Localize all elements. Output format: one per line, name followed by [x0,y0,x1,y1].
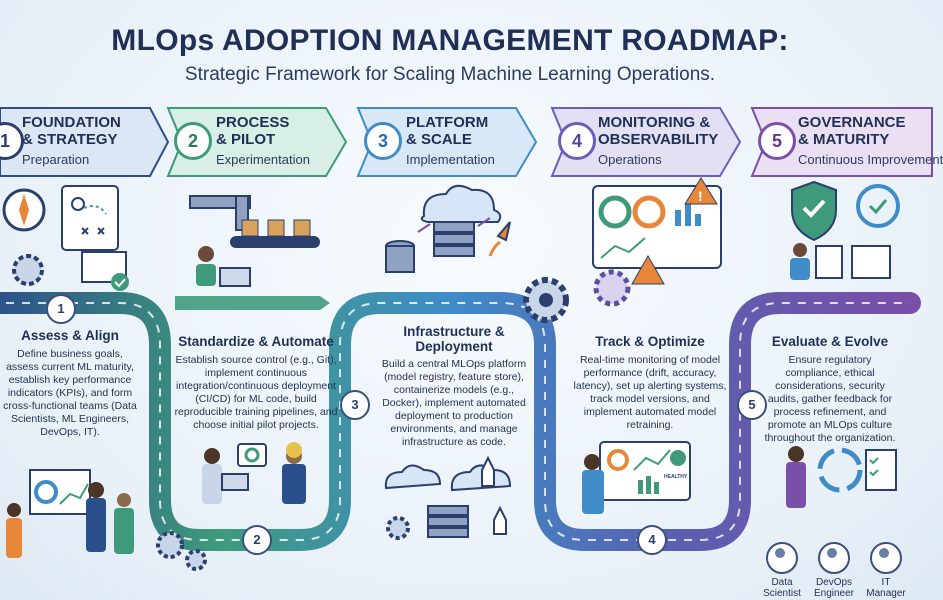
phase-3-number: 3 [364,122,402,160]
phase-4-subtitle: Operations [598,152,662,167]
person-icon [88,482,104,498]
stage-1-heading: Assess & Align [21,328,119,343]
check-icon [670,450,686,466]
gear-icon [386,516,410,540]
phase-1-subtitle: Preparation [22,152,90,167]
path-badge-4: 4 [637,525,667,555]
phase-4: 4 MONITORING &OBSERVABILITY Operations [550,107,742,177]
path-badge-1: 1 [46,294,76,324]
stage-2-body: Establish source control (e.g., Git), im… [174,354,338,431]
path-badge-3: 3 [340,390,370,420]
rocket-icon [496,221,511,242]
whiteboard-icon [29,469,91,515]
checklist-icon [815,245,843,279]
ci-screen-icon [237,443,267,467]
check-icon [111,273,129,291]
server-icon [427,505,469,516]
person-icon [204,448,220,464]
laptop-icon [219,267,251,287]
phase-1: 1 FOUNDATION& STRATEGY Preparation [0,107,170,177]
rocket-icon [493,505,507,535]
pilot-illustration [189,195,320,287]
presentation-illustration [6,469,134,558]
person-icon [7,503,21,517]
phase-5: 5 GOVERNANCE& MATURITY Continuous Improv… [750,107,943,177]
team-illustration [202,442,306,504]
stage-1-body: Define business goals, assess current ML… [3,348,137,438]
phase-2-subtitle: Experimentation [216,152,310,167]
alert-icon [684,177,718,205]
phase-4-title: MONITORING &OBSERVABILITY [598,114,719,148]
healthy-label: HEALTHY [664,474,688,480]
stage-4-body: Real-time monitoring of model performanc… [573,354,727,431]
compliance-illustration [786,446,897,508]
cycle-check-icon [856,184,900,228]
devops-engineer-avatar-icon [818,542,850,574]
governance-illustration [790,180,900,280]
analyst-illustration: HEALTHY [582,441,691,514]
page-title: MLOps ADOPTION MANAGEMENT ROADMAP: [111,24,789,57]
roadmap-path [0,292,921,551]
phase-2: 2 PROCESS& PILOT Experimentation [166,107,348,177]
rocket-icon [481,455,495,487]
cloud-icon [420,184,502,223]
person-icon [198,246,214,262]
gauge-icon [598,195,632,229]
cycle-icon [817,447,863,493]
cloud-icon [450,464,512,492]
strategy-board-icon [61,185,119,251]
data-scientist-avatar-icon [766,542,798,574]
stage-4-heading: Track & Optimize [595,334,705,349]
path-badge-5: 5 [737,390,767,420]
deployment-illustration [384,455,512,540]
svg-text:!: ! [698,188,703,204]
phase-3: 3 PLATFORM& SCALE Implementation [356,107,538,177]
stage-3-body: Build a central MLOps platform (model re… [381,358,527,448]
phase-3-title: PLATFORM& SCALE [406,114,489,148]
stage-5-heading: Evaluate & Evolve [771,334,889,349]
it-manager-avatar-icon [870,542,902,574]
phase-5-title: GOVERNANCE& MATURITY [798,114,906,148]
stage-3-heading: Infrastructure & Deployment [403,324,505,354]
phase-2-title: PROCESS& PILOT [216,114,290,148]
path-badge-2: 2 [242,525,272,555]
person-icon [117,493,131,507]
platform-illustration [385,184,511,273]
progress-arrow-icon [175,296,330,310]
page-subtitle: Strategic Framework for Scaling Machine … [184,64,716,85]
person-icon [584,454,600,470]
person-icon [788,446,804,462]
phase-5-subtitle: Continuous Improvement [798,152,943,167]
phase-5-number: 5 [758,122,796,160]
phase-2-number: 2 [174,122,212,160]
cloud-icon [384,464,442,490]
laptop-icon [221,473,249,491]
phase-3-subtitle: Implementation [406,152,495,167]
checklist-icon [865,449,897,491]
person-icon [793,243,807,257]
stage-2-heading: Standardize & Automate [178,334,334,349]
stage-5-body: Ensure regulatory compliance, ethical co… [764,354,896,444]
gear-icon [12,254,44,286]
phase-1-title: FOUNDATION& STRATEGY [22,114,121,148]
conveyor-icon [230,236,320,248]
server-icon [433,221,475,233]
line-chart-icon [600,237,646,259]
monitoring-illustration: ! [592,177,722,269]
strategy-illustration [2,185,129,291]
phase-4-number: 4 [558,122,596,160]
